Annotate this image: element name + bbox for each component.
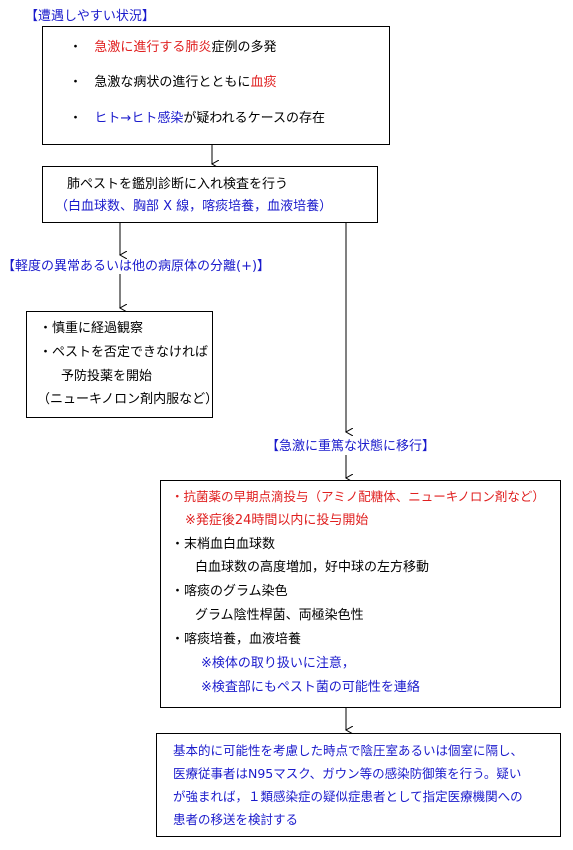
severe-label: 【急激に重篤な状態に移行】 [266, 439, 436, 454]
exam-line-2: （白血球数、胸部 X 線，喀痰培養，血液培養） [55, 199, 333, 214]
situation-item-3: ・ ヒト→ヒト感染が疑われるケースの存在 [69, 111, 326, 126]
severe-line-8: ※検体の取り扱いに注意， [201, 656, 355, 671]
severe-line-6: グラム陰性桿菌、両極染色性 [195, 608, 364, 623]
mild-box: ・慎重に経過観察 ・ペストを否定できなければ 予防投薬を開始 （ニューキノロン剤… [26, 311, 218, 418]
mild-line-1: ・慎重に経過観察 [39, 321, 144, 336]
final-box: 基本的に可能性を考慮した時点で陰圧室あるいは個室に隔し、 医療従事者はN95マス… [156, 733, 561, 837]
severe-line-3: ・末梢血白血球数 [171, 537, 276, 552]
severe-line-2: ※発症後24時間以内に投与開始 [185, 513, 369, 528]
situation-item-1: ・ 急激に進行する肺炎症例の多発 [69, 40, 277, 55]
situation-box: ・ 急激に進行する肺炎症例の多発 ・ 急激な病状の進行とともに血痰 ・ ヒト→ヒ… [42, 26, 390, 145]
severe-line-9: ※検査部にもペスト菌の可能性を連絡 [201, 680, 420, 695]
exam-line-1: 肺ペストを鑑別診断に入れ検査を行う [67, 177, 289, 192]
final-line-2: 医療従事者はN95マスク、ガウン等の感染防御策を行う。疑い [173, 766, 522, 781]
severe-line-1: ・抗菌薬の早期点滴投与（アミノ配糖体、ニューキノロン剤など） [171, 489, 545, 504]
severe-line-5: ・喀痰のグラム染色 [171, 584, 288, 599]
situation-item-2: ・ 急激な病状の進行とともに血痰 [69, 75, 277, 90]
severe-line-4: 白血球数の高度増加，好中球の左方移動 [195, 560, 430, 575]
final-line-1: 基本的に可能性を考慮した時点で陰圧室あるいは個室に隔し、 [173, 743, 524, 758]
mild-line-4: （ニューキノロン剤内服など） [37, 392, 219, 407]
situation-label: 【遭遇しやすい状況】 [25, 9, 155, 24]
severe-box: ・抗菌薬の早期点滴投与（アミノ配糖体、ニューキノロン剤など） ※発症後24時間以… [160, 480, 561, 708]
mild-label: 【軽度の異常あるいは他の病原体の分離(+)】 [2, 259, 271, 274]
final-line-3: が強まれば，１類感染症の疑似症患者として指定医療機関への [173, 789, 523, 804]
severe-line-7: ・喀痰培養，血液培養 [171, 632, 302, 647]
exam-box: 肺ペストを鑑別診断に入れ検査を行う （白血球数、胸部 X 線，喀痰培養，血液培養… [42, 166, 378, 223]
mild-line-3: 予防投薬を開始 [61, 369, 153, 384]
mild-line-2: ・ペストを否定できなければ [39, 345, 209, 360]
final-line-4: 患者の移送を検討する [173, 812, 299, 827]
